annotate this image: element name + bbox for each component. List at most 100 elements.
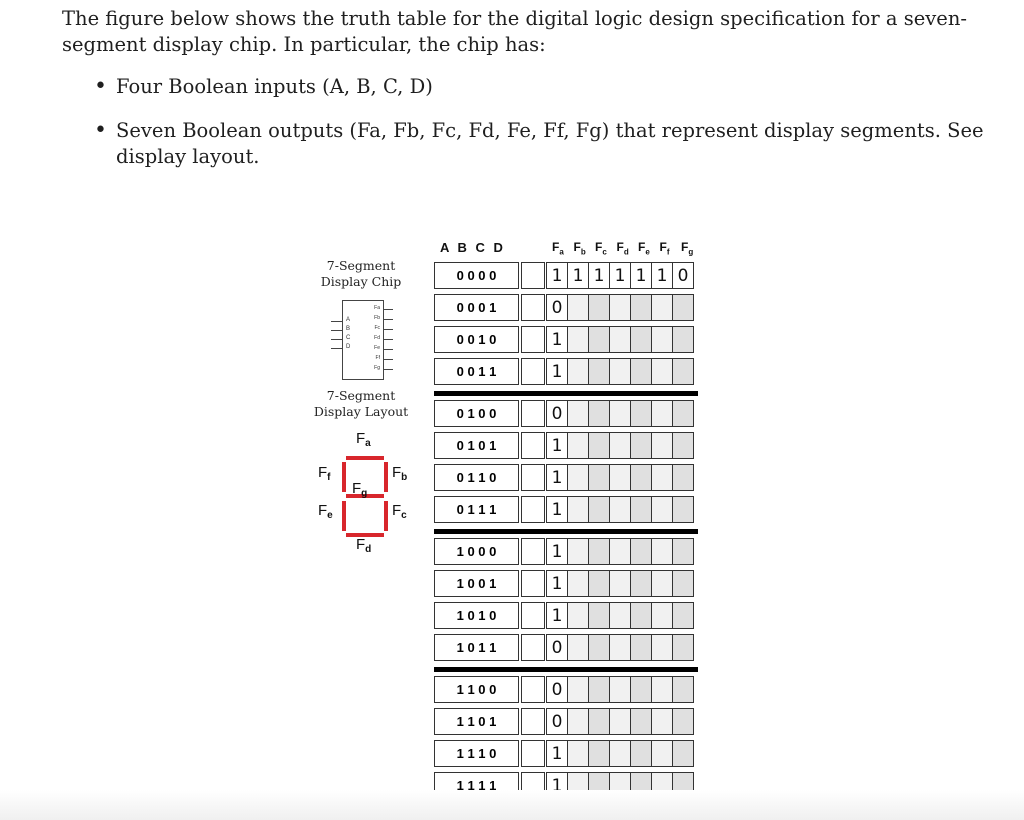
output-cell [651,570,673,597]
output-cell [588,538,610,565]
output-cell [672,432,694,459]
segment-d [346,533,384,537]
output-cell: 1 [546,432,568,459]
chip-input-label: C [346,335,351,341]
output-cell [630,740,652,767]
output-cell [651,464,673,491]
output-cell [630,602,652,629]
output-cell: 1 [546,262,568,289]
output-cell: 1 [609,262,631,289]
output-cell [567,432,589,459]
row-outputs: 0 [546,294,694,321]
segment-e [342,501,346,531]
chip-output-pin [383,319,393,320]
chip-input-pin [331,348,343,349]
output-cell [651,634,673,661]
output-cell [672,740,694,767]
chip-output-pin [383,309,393,310]
chip-output-pin [383,339,393,340]
intro-paragraph: The figure below shows the truth table f… [62,7,967,56]
output-cell: 0 [672,262,694,289]
output-cell [609,676,631,703]
output-cell [630,570,652,597]
chip-input-label: A [346,317,351,323]
row-inputs: 0 1 1 0 [434,464,519,491]
digit-preview-6 [521,464,545,491]
bullet-outputs-text: Seven Boolean outputs (Fa, Fb, Fc, Fd, F… [116,119,984,168]
segment-label: Fd [356,536,372,555]
output-header: Fc [595,240,607,257]
input-header: A B C D [440,240,503,255]
chip-input-pin [331,321,343,322]
segment-f [342,462,346,492]
output-cell [567,676,589,703]
chip-output-pin [383,329,393,330]
output-cell [672,708,694,735]
segment-label: Fb [392,464,408,483]
output-cell [588,432,610,459]
row-inputs: 0 0 0 1 [434,294,519,321]
row-outputs: 0 [546,708,694,735]
output-cell [588,602,610,629]
output-cell [630,708,652,735]
row-outputs: 0 [546,400,694,427]
output-cell [651,708,673,735]
row-outputs: 1 [546,602,694,629]
output-cell: 1 [546,496,568,523]
output-cell: 1 [630,262,652,289]
output-cell: 1 [546,602,568,629]
chip-caption: 7-Segment Display Chip [320,258,402,289]
digit-preview-8 [521,538,545,565]
layout-caption: 7-Segment Display Layout [313,388,409,419]
segment-g [346,494,384,498]
output-cell [630,294,652,321]
output-cell: 1 [651,262,673,289]
output-cell: 1 [546,358,568,385]
output-cell [651,432,673,459]
output-cell: 1 [546,464,568,491]
segment-label: Ff [318,464,331,483]
chip-output-pin [383,349,393,350]
row-inputs: 1 1 0 0 [434,676,519,703]
row-outputs: 1 [546,496,694,523]
output-cell: 0 [546,676,568,703]
row-inputs: 1 1 1 0 [434,740,519,767]
digit-preview-d [521,708,545,735]
digit-preview-E [521,740,545,767]
segment-label: Fg [352,480,368,499]
digit-preview-9 [521,570,545,597]
output-cell [630,634,652,661]
output-cell [609,740,631,767]
group-separator [434,391,698,396]
output-cell [567,294,589,321]
digit-preview-b [521,634,545,661]
output-cell [630,676,652,703]
chip-output-label: Ff [375,355,380,361]
digit-preview-2 [521,326,545,353]
chip-output-label: Fa [374,305,380,311]
output-cell [651,294,673,321]
segment-label: Fe [318,502,333,521]
segment-b [384,462,388,492]
row-outputs: 1 [546,464,694,491]
output-cell [651,740,673,767]
output-cell [609,496,631,523]
output-cell [567,464,589,491]
output-cell [630,464,652,491]
row-inputs: 1 0 0 1 [434,570,519,597]
chip-output-label: Fe [374,345,380,351]
output-cell: 1 [546,538,568,565]
output-cell [630,538,652,565]
segment-c [384,501,388,531]
output-cell [651,676,673,703]
output-cell [651,358,673,385]
output-cell [567,708,589,735]
group-separator [434,667,698,672]
output-cell [651,538,673,565]
